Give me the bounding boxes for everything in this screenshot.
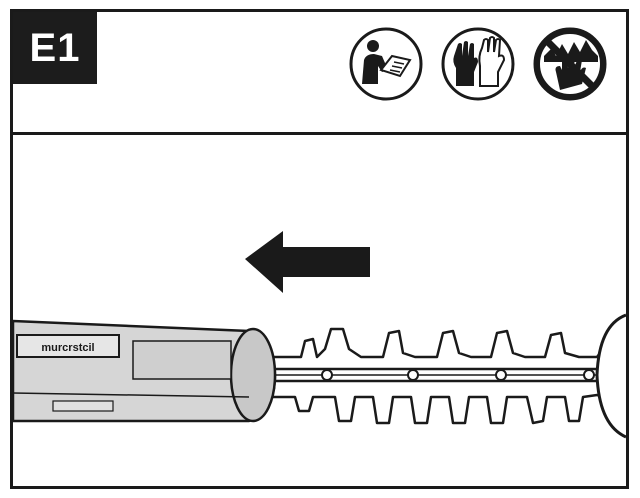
tool-brand-label: murcrstcil (41, 342, 94, 354)
motor-housing: murcrstcil (13, 319, 277, 423)
direction-arrow-icon (245, 231, 370, 293)
header-divider (13, 132, 626, 135)
hedge-trimmer-illustration: murcrstcil (13, 231, 626, 439)
illustration: murcrstcil (13, 135, 626, 486)
blade-bolts (321, 369, 595, 381)
no-hand-contact-icon (533, 27, 607, 101)
step-label: E1 (29, 26, 81, 70)
wear-gloves-icon (441, 27, 515, 101)
read-manual-icon (349, 27, 423, 101)
safety-icons (348, 26, 608, 102)
step-badge: E1 (13, 12, 97, 84)
cutting-blade (251, 327, 605, 425)
instruction-panel: E1 (10, 9, 629, 489)
hand-guard (595, 313, 626, 439)
